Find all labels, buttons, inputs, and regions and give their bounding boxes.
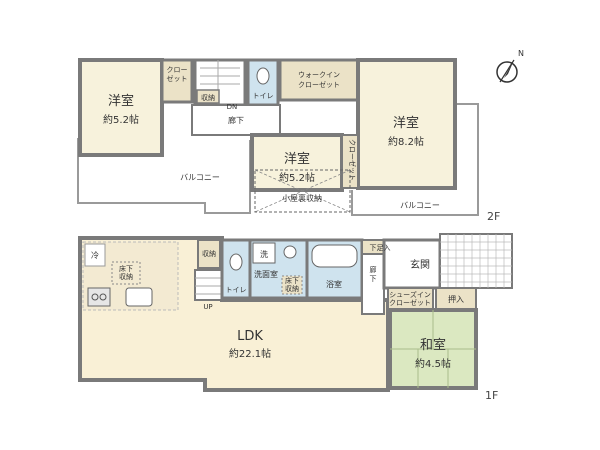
toilet-1f-label: トイレ <box>226 286 247 294</box>
floor-1-label: 1F <box>485 389 498 402</box>
toilet-bowl-icon <box>256 67 270 85</box>
toilet-1f-bowl-icon <box>229 253 243 271</box>
room-west-2f-size: 約5.2帖 <box>103 113 139 126</box>
washroom-floor-storage-label: 床下収納 <box>285 276 299 293</box>
storage-1f-label: 収納 <box>202 249 216 258</box>
stairs-1f <box>194 269 223 301</box>
hallway-1f <box>361 253 385 315</box>
oshiire-label: 押入 <box>448 294 464 304</box>
hallway-2f <box>191 104 281 136</box>
washer-label: 洗 <box>260 249 268 259</box>
balcony-west-label: バルコニー <box>180 173 220 182</box>
japanese-room-size: 約4.5帖 <box>415 357 451 370</box>
washbasin-icon <box>283 245 297 259</box>
washroom-label: 洗面室 <box>254 269 278 279</box>
closet-west-2f <box>160 58 194 104</box>
hallway-2f-label: 廊下 <box>228 115 244 125</box>
stove-icon <box>87 287 111 307</box>
attic-storage-label: 小屋裏収納 <box>282 193 322 203</box>
sink-icon <box>125 287 153 307</box>
walkin-closet-2f <box>278 58 360 102</box>
floor-2-label: 2F <box>487 210 500 223</box>
room-east-2f <box>356 58 457 190</box>
entry-porch <box>439 233 513 289</box>
washroom-floor-storage <box>281 275 303 295</box>
bathtub-icon <box>311 244 358 268</box>
under-stairs-storage <box>111 261 141 285</box>
walkin-closet-label: ウォークインクローゼット <box>298 71 340 89</box>
entrance-label: 玄関 <box>410 258 430 271</box>
compass-north-label: N <box>518 49 524 58</box>
balcony-east-label: バルコニー <box>400 201 440 210</box>
room-west-2f-name: 洋室 <box>108 93 134 109</box>
stairs-up-label: UP <box>203 303 212 311</box>
storage-1f <box>197 239 221 269</box>
stairs-storage-label: 収納 <box>201 93 215 102</box>
room-center-2f <box>250 133 344 192</box>
ldk-size: 約22.1帖 <box>229 347 271 360</box>
hallway-1f-label: 廊下 <box>370 265 377 283</box>
toilet-2f-label: トイレ <box>253 92 274 100</box>
floor-1: 冷 床下収納 収納 UP トイレ 洗 洗面室 床下収納 浴室 下足入 廊下 玄関… <box>78 233 513 402</box>
stairs-storage-2f <box>196 89 220 104</box>
ldk-name: LDK <box>237 329 263 344</box>
room-east-2f-name: 洋室 <box>393 115 419 131</box>
stairs-dn-label: DN <box>227 103 238 111</box>
shoe-cupboard-label: 下足入 <box>370 244 391 252</box>
japanese-room-name: 和室 <box>420 337 446 353</box>
closet-west-2f-label: クローゼット <box>167 66 188 83</box>
attic-storage-2f <box>254 169 351 213</box>
shoes-in-closet-label: シューズインクローゼット <box>389 290 431 307</box>
room-east-2f-size: 約8.2帖 <box>388 135 424 148</box>
fridge-space <box>84 243 106 267</box>
floor-2: 洋室 約5.2帖 クローゼット 収納 DN トイレ ウォークインクローゼット 洋… <box>77 58 500 223</box>
under-stairs-storage-label: 床下収納 <box>119 264 133 281</box>
room-center-2f-size: 約5.2帖 <box>279 171 315 184</box>
fridge-label: 冷 <box>91 250 99 260</box>
compass: N <box>496 49 524 83</box>
room-center-2f-name: 洋室 <box>284 151 310 167</box>
washer-icon <box>252 242 276 264</box>
closet-center-2f-label: クローゼット <box>348 139 357 181</box>
room-west-2f <box>78 58 164 157</box>
bathroom-label: 浴室 <box>326 279 342 289</box>
